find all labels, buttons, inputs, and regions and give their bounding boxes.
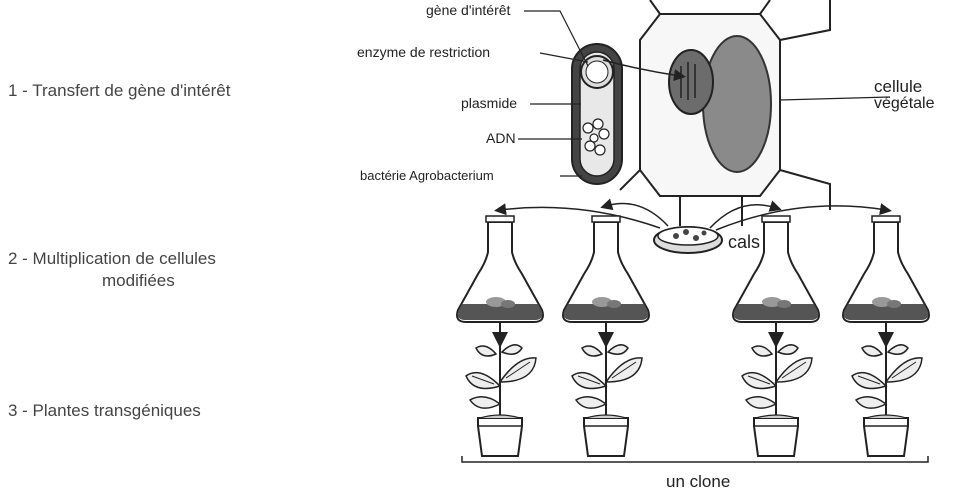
growth-arrows bbox=[500, 322, 886, 340]
culture-flask-4 bbox=[843, 216, 929, 322]
label-clone: un clone bbox=[666, 472, 730, 491]
label-bacteria: bactérie Agrobacterium bbox=[360, 168, 494, 183]
label-cell-line1: cellule bbox=[874, 77, 922, 96]
distribution-arrows bbox=[500, 204, 886, 231]
label-adn: ADN bbox=[486, 130, 516, 146]
culture-flask-2 bbox=[563, 216, 649, 322]
label-plasmid: plasmide bbox=[461, 95, 517, 111]
agrobacterium-bacterium bbox=[572, 44, 622, 184]
callus-dish bbox=[654, 227, 722, 253]
clone-bracket bbox=[462, 456, 928, 462]
plant-cell bbox=[620, 0, 830, 226]
transgenic-plant-4 bbox=[852, 345, 922, 456]
transgenic-plant-3 bbox=[742, 345, 812, 456]
label-enzyme: enzyme de restriction bbox=[357, 44, 490, 60]
transgenic-plant-1 bbox=[466, 345, 536, 456]
label-cell-line2: végétale bbox=[874, 95, 935, 112]
label-callus: cals bbox=[728, 232, 760, 252]
transgenic-plant-2 bbox=[572, 345, 642, 456]
culture-flask-1 bbox=[457, 216, 543, 322]
label-gene: gène d'intérêt bbox=[426, 2, 511, 18]
